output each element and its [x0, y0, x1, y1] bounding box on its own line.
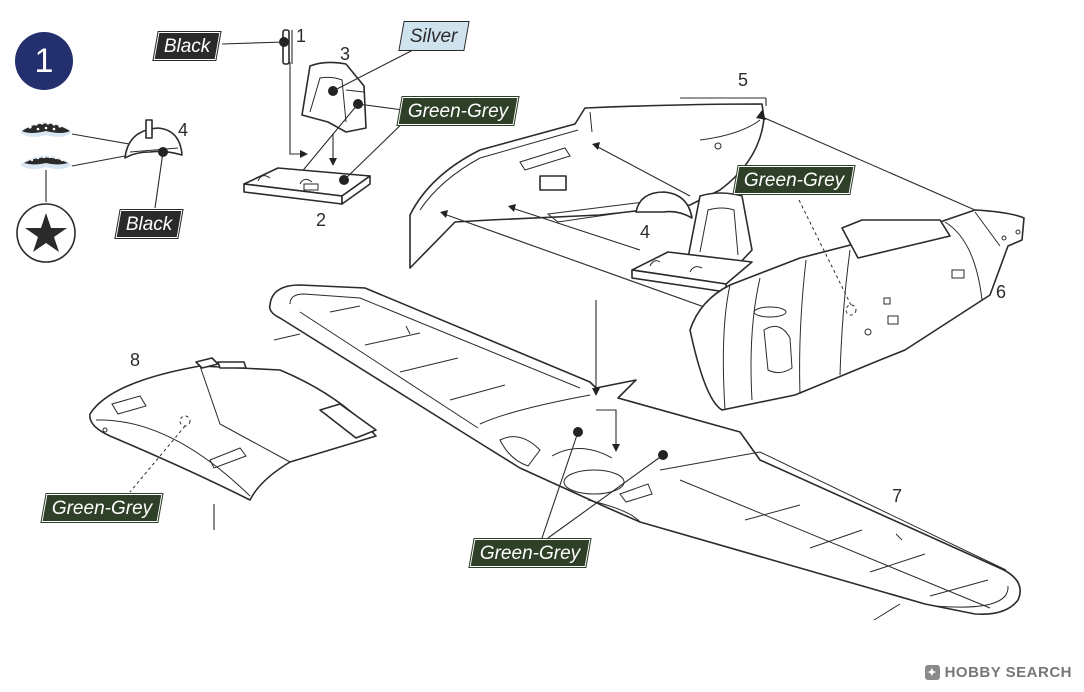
part-number-6: 6 [996, 282, 1007, 302]
part-number-2: 2 [316, 210, 327, 230]
watermark-text: HOBBY SEARCH [944, 664, 1072, 681]
part-3-seat [301, 61, 367, 133]
part-number-5: 5 [738, 70, 749, 90]
part-7-lower-wing [268, 284, 1021, 621]
decal-panel-small [20, 155, 72, 170]
step-number-badge: 1 [15, 32, 73, 90]
part-4-seat-fuselage [631, 191, 753, 293]
hobby-search-logo-icon: ✦ [924, 665, 940, 680]
part-number-4-seat: 4 [640, 222, 651, 242]
part-number-7: 7 [892, 486, 903, 506]
watermark: ✦ HOBBY SEARCH [924, 664, 1072, 681]
paint-label-black-panel: Black [114, 209, 185, 239]
paint-label-green-grey-seat: Green-Grey [396, 96, 520, 126]
decal-panel-large [20, 121, 72, 137]
paint-label-green-grey-wing-bottom: Green-Grey [468, 538, 592, 568]
part-2-cockpit-floor [243, 167, 371, 205]
part-number-8: 8 [130, 350, 141, 370]
paint-label-silver: Silver [398, 21, 470, 51]
part-1-control-stick [282, 29, 290, 65]
part-number-3: 3 [340, 44, 351, 64]
part-6-fuselage-right [689, 209, 1025, 411]
paint-label-green-grey-wing-top: Green-Grey [40, 493, 164, 523]
part-4-instrument-panel [124, 119, 183, 159]
part-8-upper-wing-center [89, 357, 377, 501]
paint-label-black-stick: Black [152, 31, 223, 61]
star-roundel [16, 203, 76, 263]
part-number-4-panel: 4 [178, 120, 189, 140]
part-number-1: 1 [296, 26, 307, 46]
paint-label-green-grey-fuselage: Green-Grey [732, 165, 856, 195]
